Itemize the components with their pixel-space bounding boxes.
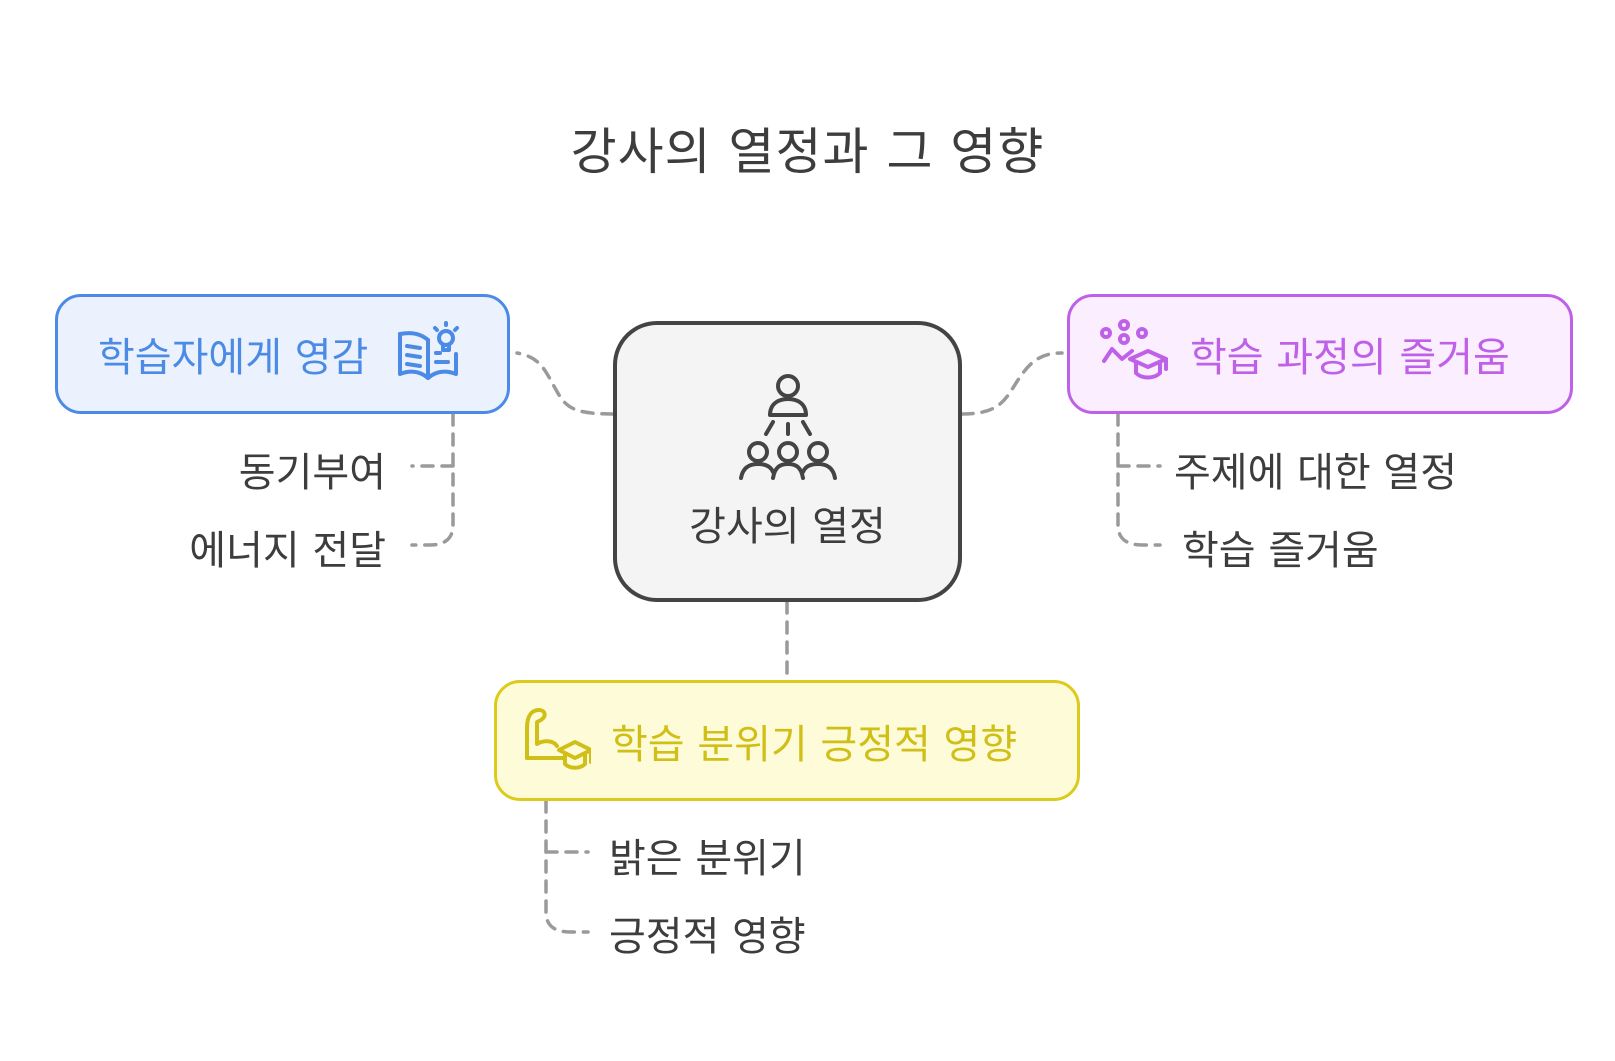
connector-center-to-inspiration <box>515 351 615 416</box>
joy-item-2: 학습 즐거움 <box>1182 528 1379 574</box>
connector-joy-items <box>1116 412 1162 547</box>
connector-inspiration-items <box>410 412 455 547</box>
connector-center-to-joy <box>960 351 1064 416</box>
inspiration-node: 학습자에게 영감 <box>55 294 510 414</box>
center-node: 강사의 열정 <box>613 321 962 602</box>
inspiration-item-1: 동기부여 <box>238 450 386 496</box>
people-hierarchy-icon <box>733 372 843 488</box>
joy-node-label: 학습 과정의 즐거움 <box>1190 335 1510 381</box>
muscle-graduation-cap-icon <box>523 706 593 776</box>
atmosphere-node: 학습 분위기 긍정적 영향 <box>494 680 1080 801</box>
atmosphere-item-2: 긍정적 영향 <box>609 914 806 960</box>
graduation-cap-sparkle-icon <box>1098 319 1168 389</box>
joy-item-1: 주제에 대한 열정 <box>1174 450 1458 496</box>
atmosphere-item-1: 밝은 분위기 <box>609 836 806 882</box>
inspiration-item-2: 에너지 전달 <box>189 528 386 574</box>
connector-atmosphere-items <box>544 799 590 934</box>
diagram-title: 강사의 열정과 그 영향 <box>570 123 1045 181</box>
joy-node: 학습 과정의 즐거움 <box>1067 294 1573 414</box>
center-node-label: 강사의 열정 <box>689 503 886 550</box>
inspiration-node-label: 학습자에게 영감 <box>98 335 369 381</box>
atmosphere-node-label: 학습 분위기 긍정적 영향 <box>611 721 1018 768</box>
book-lightbulb-icon <box>396 320 462 388</box>
